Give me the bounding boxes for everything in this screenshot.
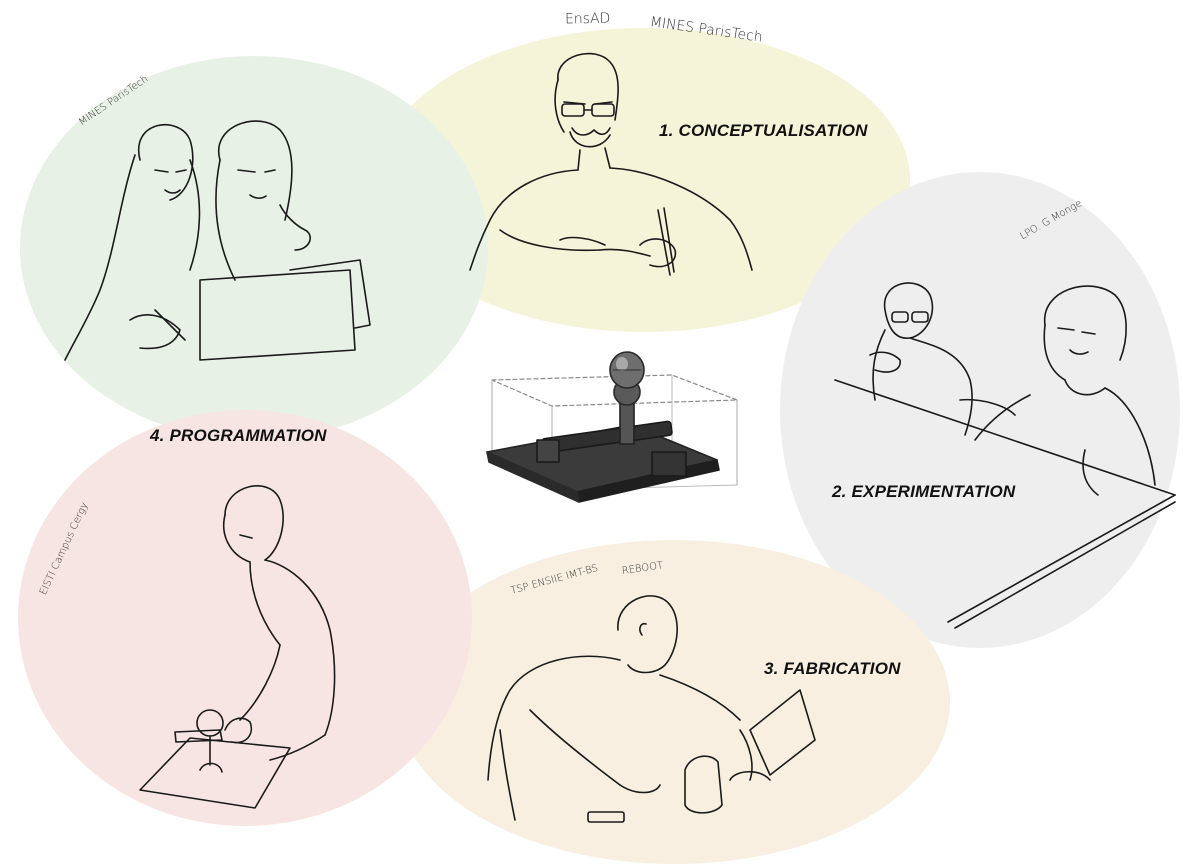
fabrication-label: 3. FABRICATION [764,659,901,678]
programmation-label: 4. PROGRAMMATION [150,426,327,445]
two-women-with-laptop-illustration [64,120,371,361]
man-manipulating-robot-illustration [139,485,336,809]
man-assembling-device-illustration [487,595,816,823]
programmation-bottom-blob [18,410,472,826]
experimentation-label: 2. EXPERIMENTATION [832,482,1016,501]
programmation-top-blob [20,56,488,440]
conceptualisation-label: 1. CONCEPTUALISATION [659,121,868,140]
robot-device-illustration [486,351,738,503]
institution-ensad: EnsAD [564,10,611,28]
two-students-at-table-illustration [834,282,1176,629]
bearded-man-writing-illustration [469,52,753,276]
experimentation-blob [780,172,1180,648]
fabrication-blob [398,540,950,864]
